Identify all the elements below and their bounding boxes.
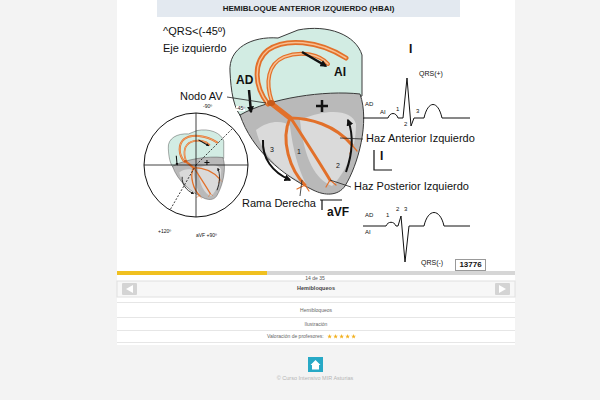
av-node <box>267 100 275 106</box>
rating-row: Valoración de profesores: <box>117 330 515 343</box>
anatomy-label: Haz Anterior Izquierdo <box>366 133 475 144</box>
ecg-label: AD <box>365 212 373 218</box>
axis-degree: -45º <box>236 106 245 111</box>
plus-sign <box>316 100 328 112</box>
ecg-number: 1 <box>396 106 399 112</box>
lead-label: I <box>380 150 383 162</box>
lead-symbol <box>374 150 392 170</box>
anatomy-label: Rama Derecha <box>242 198 316 209</box>
axis-note: Eje izquierdo <box>163 43 227 54</box>
node-text: Ilustración <box>305 322 328 327</box>
home-icon <box>311 360 321 370</box>
axis-circle <box>144 113 248 217</box>
progress-done <box>117 271 267 275</box>
footer-note: © Curso Intensivo MIR Asturias <box>277 376 354 382</box>
page-counter: 14 de 35 <box>305 276 324 281</box>
lead-label: aVF <box>327 206 349 218</box>
ecg-trace <box>363 213 470 263</box>
heart-drawing <box>230 28 364 194</box>
callout-number: 2 <box>336 162 340 169</box>
anatomy-label: Haz Posterior Izquierdo <box>354 181 469 192</box>
node-text: Hemibloqueos <box>297 286 335 292</box>
flow-arrow <box>346 120 352 172</box>
axis-formula: ^QRS<(-45º) <box>163 26 226 37</box>
leader-lines <box>227 97 363 196</box>
prev-arrow <box>126 285 133 293</box>
next-arrow <box>499 285 506 293</box>
next-button <box>495 283 510 295</box>
ecg-number: 2 <box>396 206 399 212</box>
leader-line <box>330 180 351 187</box>
ecg-label: AI <box>365 229 371 235</box>
flow-arrow <box>263 140 290 180</box>
rating-stars <box>327 334 356 339</box>
node-text: 13776 <box>459 261 481 269</box>
ecg-number: 3 <box>404 206 407 212</box>
axis-lines <box>144 113 248 217</box>
nav-band: Hemibloqueos <box>117 281 515 297</box>
axis-degree: -90º <box>203 104 212 109</box>
axis-line <box>170 165 196 210</box>
star <box>339 334 344 339</box>
prev-button <box>122 283 137 295</box>
left-posterior-fascicle <box>292 120 330 180</box>
slide-title: HEMIBLOQUE ANTERIOR IZQUIERDO (HBAI) <box>223 5 395 13</box>
his-bundle <box>272 104 290 118</box>
home-button <box>308 357 323 372</box>
content-panel <box>117 0 515 345</box>
ecg-label: QRS(-) <box>421 259 443 266</box>
star <box>351 334 356 339</box>
axis-degree: +120º <box>158 229 171 234</box>
ecg-number: 1 <box>386 212 389 218</box>
node-text: Hemibloqueos <box>300 308 332 313</box>
chamber-label: AD <box>236 74 253 86</box>
callout-number: 1 <box>297 148 301 155</box>
conduction-system <box>257 42 357 191</box>
nav-band-ground <box>117 281 515 297</box>
leader-line <box>300 180 302 196</box>
flow-arrow <box>302 52 326 66</box>
ventricles <box>240 93 364 194</box>
internodal-path <box>257 42 346 104</box>
internodal-highlight <box>257 42 346 104</box>
ecg-label: QRS(+) <box>419 70 443 77</box>
node-text: Valoración de profesores: <box>267 334 324 339</box>
chamber-label: AI <box>334 66 346 78</box>
ecg-number: 2 <box>404 121 407 127</box>
star <box>327 334 332 339</box>
title-bar: HEMIBLOQUE ANTERIOR IZQUIERDO (HBAI) <box>157 0 460 17</box>
ecg-number: 3 <box>416 108 419 114</box>
leader-line <box>340 138 363 139</box>
info-row: Ilustración <box>117 317 515 330</box>
progress-rest <box>267 271 515 275</box>
info-row: Hemibloqueos <box>117 302 515 317</box>
ecg-label: AD <box>365 101 373 107</box>
anatomy-label: Nodo AV <box>180 91 223 102</box>
lead-label: I <box>409 43 412 55</box>
axis-degree: aVF +90º <box>196 233 217 238</box>
star <box>333 334 338 339</box>
id-badge: 13776 <box>455 259 486 271</box>
star <box>345 334 350 339</box>
conduction-highlight <box>257 42 346 104</box>
callout-number: 3 <box>270 146 274 153</box>
leader-line <box>227 97 266 103</box>
axis-line <box>196 128 233 165</box>
ecg-trace <box>363 78 470 126</box>
ecg-label: AI <box>380 109 386 115</box>
